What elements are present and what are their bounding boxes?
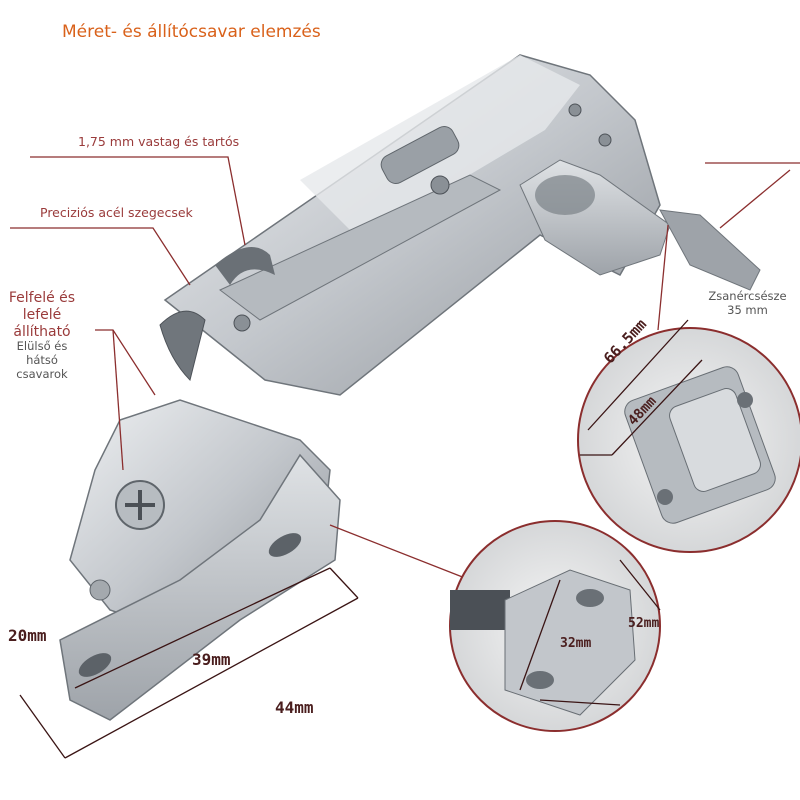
dimension-44mm: 44mm (275, 698, 314, 717)
callout-front-back-screws: Elülső és hátsó csavarok (16, 339, 68, 381)
dimension-52mm: 52mm (628, 616, 660, 631)
dimension-lines-main (19, 567, 359, 759)
callout-rivets: Preciziós acél szegecsek (40, 205, 193, 220)
detail-circle-plate (449, 520, 661, 732)
callout-lines (10, 156, 800, 579)
page-title: Méret- és állítócsavar elemzés (62, 22, 321, 42)
callout-thickness: 1,75 mm vastag és tartós (78, 134, 240, 149)
hinge-body (59, 54, 761, 721)
dimension-32mm: 32mm (560, 636, 592, 651)
detail-circle-cup (577, 319, 800, 553)
callout-up-down-adjustable: Felfelé és lefelé állítható (8, 290, 76, 340)
dimension-39mm: 39mm (192, 650, 231, 669)
dimension-20mm: 20mm (8, 626, 47, 645)
callout-hinge-cup-size: Zsanércsésze 35 mm (708, 289, 787, 317)
